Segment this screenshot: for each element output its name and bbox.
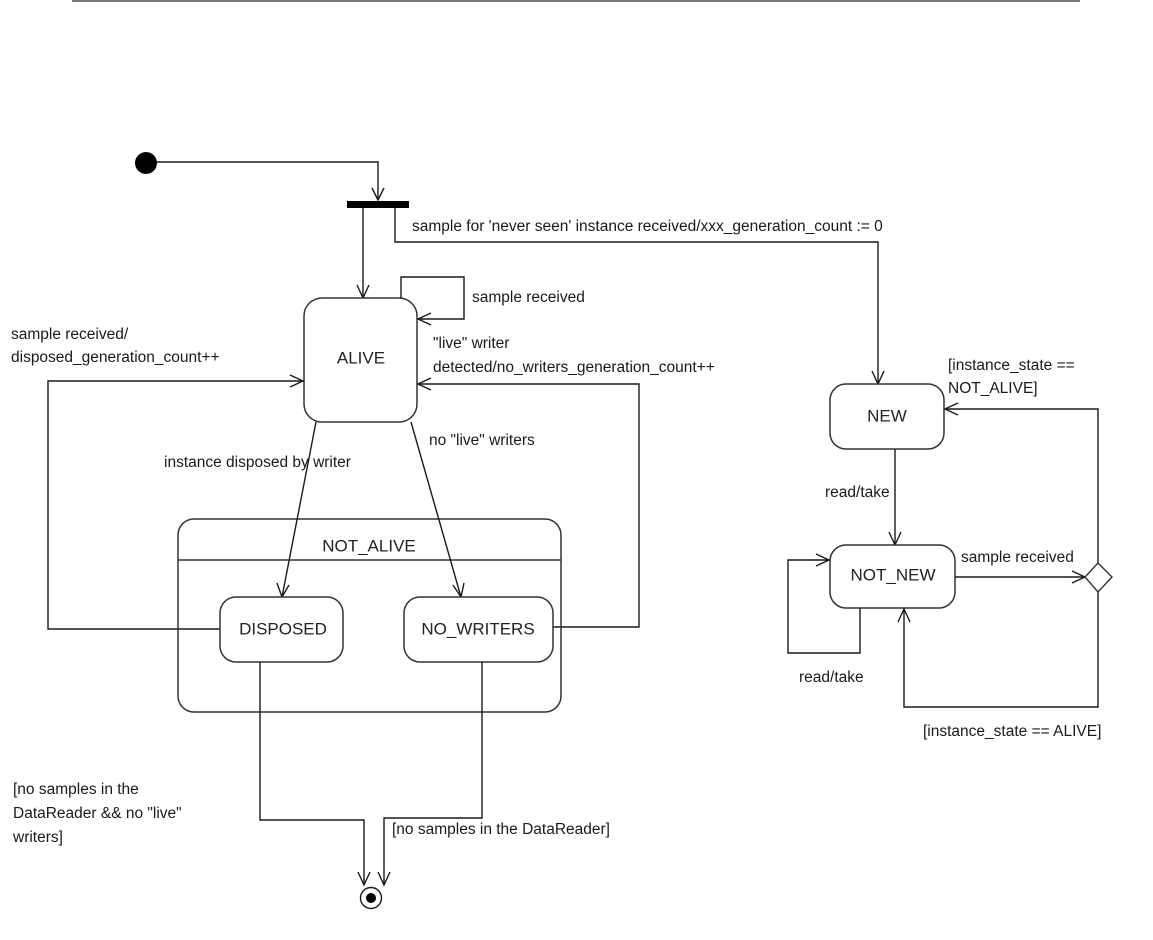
state-no-writers-label: NO_WRITERS — [421, 619, 534, 638]
label-disposed-to-alive-1: sample received/ — [11, 326, 129, 343]
state-alive-label: ALIVE — [337, 348, 385, 367]
label-not-new-self: read/take — [799, 669, 864, 686]
label-new-to-not-new: read/take — [825, 484, 890, 501]
edge-initial-to-fork — [157, 161, 379, 200]
state-alive[interactable]: ALIVE — [303, 297, 418, 423]
arrowhead — [357, 871, 371, 887]
fork-bar — [347, 201, 409, 208]
arrowhead — [897, 607, 911, 623]
label-choice-to-not-new: [instance_state == ALIVE] — [923, 723, 1101, 740]
label-no-writers-to-alive-2: detected/no_writers_generation_count++ — [433, 359, 715, 376]
state-not-alive[interactable]: NOT_ALIVE — [177, 518, 562, 713]
label-choice-to-new-2: NOT_ALIVE] — [948, 380, 1038, 397]
label-choice-to-new-1: [instance_state == — [948, 357, 1075, 374]
arrowhead — [416, 312, 432, 326]
arrowhead — [416, 377, 432, 391]
state-new-label: NEW — [867, 406, 907, 425]
arrowhead — [377, 871, 391, 887]
edge-alive-to-no-writers — [410, 421, 462, 598]
edge-alive-to-disposed — [281, 421, 317, 598]
state-new[interactable]: NEW — [829, 383, 945, 450]
state-no-writers[interactable]: NO_WRITERS — [403, 596, 554, 663]
choice-diamond-icon — [1084, 561, 1113, 594]
label-not-new-to-choice: sample received — [961, 549, 1074, 566]
edge-choice-to-new — [945, 408, 1099, 563]
label-disposed-to-final-3: writers] — [12, 829, 63, 846]
state-not-new[interactable]: NOT_NEW — [829, 544, 956, 609]
arrowhead — [943, 402, 959, 416]
label-no-writers-to-alive-1: "live" writer — [433, 335, 509, 352]
edge-disposed-to-alive — [47, 380, 303, 630]
label-alive-to-disposed: instance disposed by writer — [164, 454, 351, 471]
label-no-writers-to-final: [no samples in the DataReader] — [392, 821, 610, 838]
arrowhead — [815, 553, 831, 567]
arrowhead — [289, 374, 305, 388]
state-disposed[interactable]: DISPOSED — [219, 596, 344, 663]
state-not-alive-label: NOT_ALIVE — [322, 536, 416, 555]
edge-disposed-to-final — [259, 662, 365, 885]
arrowhead — [371, 187, 385, 202]
edge-fork-to-new — [394, 208, 879, 384]
edge-alive-self — [400, 276, 465, 320]
edge-not-new-self — [787, 559, 861, 654]
label-disposed-to-alive-2: disposed_generation_count++ — [11, 349, 220, 366]
label-fork-to-new: sample for 'never seen' instance receive… — [412, 218, 883, 235]
edge-choice-to-not-new — [903, 592, 1099, 708]
label-alive-to-no-writers: no "live" writers — [429, 432, 535, 449]
label-disposed-to-final-2: DataReader && no "live" — [13, 805, 182, 822]
label-disposed-to-final-1: [no samples in the — [13, 781, 139, 798]
state-not-new-label: NOT_NEW — [851, 565, 936, 584]
final-state-icon — [359, 886, 383, 910]
initial-state-icon — [135, 152, 157, 174]
edge-no-writers-to-alive — [418, 383, 640, 628]
label-alive-self: sample received — [472, 289, 585, 306]
edge-no-writers-to-final — [383, 662, 483, 885]
state-disposed-label: DISPOSED — [239, 619, 327, 638]
